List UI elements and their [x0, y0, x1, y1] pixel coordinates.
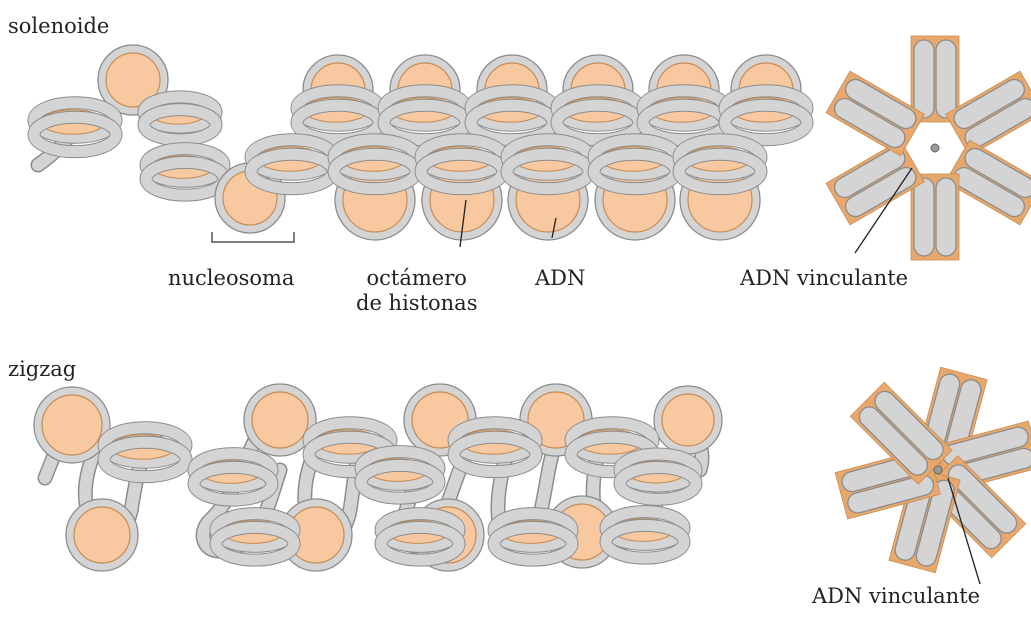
- radial-nucleosome: [826, 140, 924, 225]
- nucleosome: [216, 514, 294, 561]
- nucleosome: [557, 91, 639, 140]
- octamer-label: octámero de histonas: [356, 266, 477, 316]
- octamer-label-line2: de histonas: [356, 291, 477, 316]
- dna-label: ADN: [535, 266, 585, 291]
- histone-octamer: [252, 392, 308, 448]
- nucleosome: [34, 103, 116, 152]
- nucleosome: [66, 499, 138, 571]
- nucleosome: [361, 452, 439, 499]
- linker-dna-label-top: ADN vinculante: [740, 266, 908, 291]
- nucleosome: [384, 91, 466, 140]
- nucleosome: [643, 91, 725, 140]
- dna-coil: [936, 40, 956, 118]
- radial-nucleosome: [911, 36, 959, 122]
- solenoid-fiber: [34, 45, 807, 240]
- histone-octamer: [42, 395, 102, 455]
- histone-octamer: [662, 394, 714, 446]
- histone-octamer: [74, 507, 130, 563]
- nucleosome: [654, 386, 722, 454]
- nucleosome: [606, 512, 684, 559]
- nucleosome: [454, 423, 536, 472]
- dna-coil: [914, 178, 934, 256]
- nucleosome: [34, 387, 110, 463]
- nucleosome: [146, 149, 224, 196]
- linker-dna-end: [934, 466, 942, 474]
- nucleosome: [471, 91, 553, 140]
- nucleosome: [725, 91, 807, 140]
- solenoid-title: solenoide: [8, 14, 109, 39]
- zigzag-title: zigzag: [8, 357, 76, 382]
- octamer-label-line1: octámero: [356, 266, 477, 291]
- dna-coil: [914, 40, 934, 118]
- linker-dna-label-bottom: ADN vinculante: [812, 584, 980, 609]
- linker-dna-end: [931, 144, 939, 152]
- nucleosome-label: nucleosoma: [168, 266, 294, 291]
- nucleosome: [494, 514, 572, 561]
- radial-nucleosome: [826, 71, 924, 156]
- zigzag-end-view: [835, 367, 1031, 573]
- nucleosome: [251, 140, 333, 189]
- radial-nucleosome: [911, 174, 959, 260]
- dna-coil: [936, 178, 956, 256]
- zigzag-fiber: [34, 384, 722, 571]
- nucleosome: [297, 91, 379, 140]
- solenoid-end-view: [826, 36, 1031, 260]
- nucleosome: [144, 97, 216, 140]
